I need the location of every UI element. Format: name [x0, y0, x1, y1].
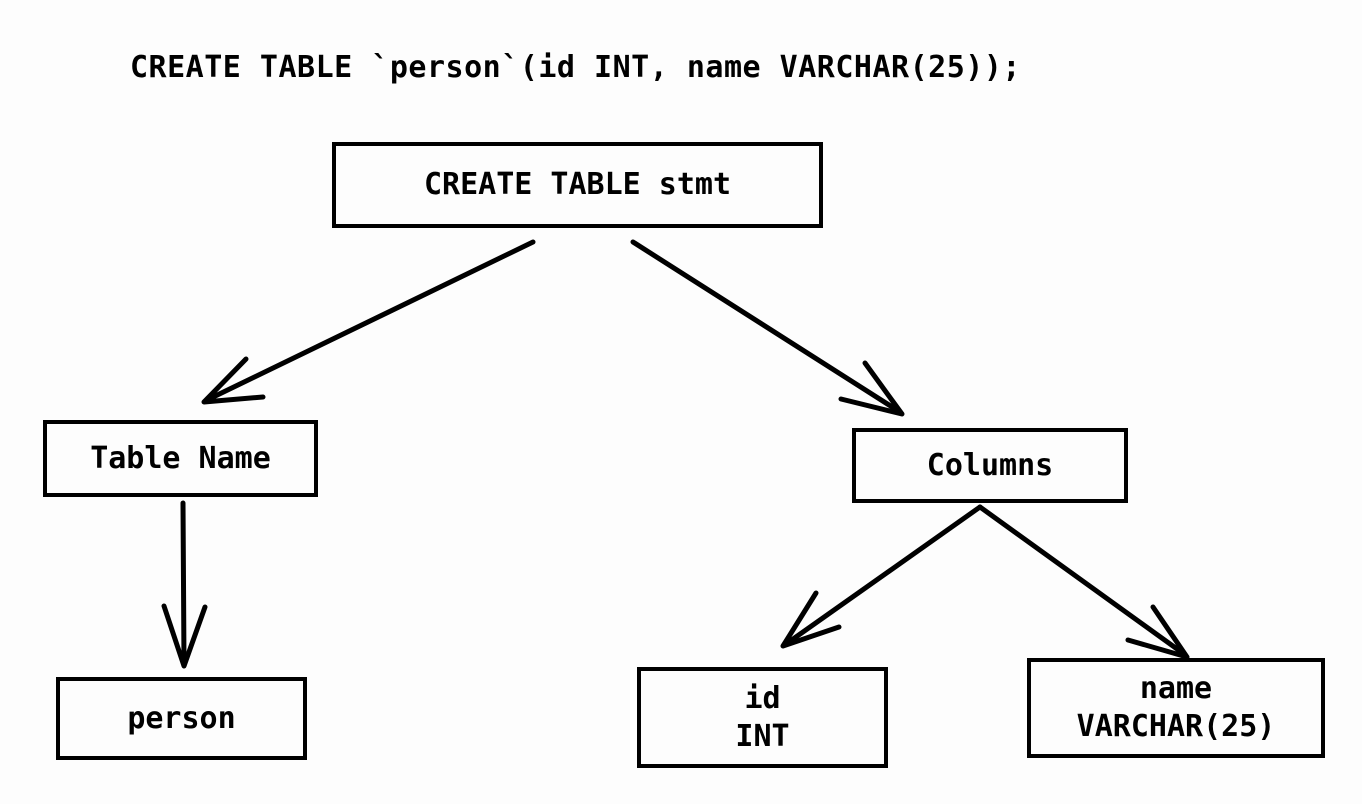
node-label: Table Name — [90, 440, 271, 476]
arrow-table-name-to-person — [161, 500, 208, 669]
node-label: Columns — [926, 447, 1054, 483]
column-name: name — [1139, 671, 1213, 706]
node-create-table-stmt: CREATE TABLE stmt — [332, 142, 823, 228]
arrow-columns-to-name — [977, 504, 1190, 660]
node-table-name: Table Name — [43, 420, 318, 497]
node-person: person — [56, 677, 307, 760]
node-label: CREATE TABLE stmt — [423, 167, 732, 202]
node-columns: Columns — [852, 428, 1128, 503]
node-id-column: id INT — [637, 667, 888, 768]
node-label: person — [127, 700, 236, 736]
column-type: INT — [735, 718, 790, 754]
node-name-column: name VARCHAR(25) — [1027, 658, 1325, 758]
column-name: id — [744, 680, 781, 716]
column-type: VARCHAR(25) — [1076, 709, 1276, 744]
arrow-root-to-table-name — [201, 239, 536, 405]
sql-statement-text: CREATE TABLE `person`(id INT, name VARCH… — [130, 50, 1021, 85]
arrow-columns-to-id — [780, 504, 983, 649]
arrow-root-to-columns — [630, 239, 905, 417]
